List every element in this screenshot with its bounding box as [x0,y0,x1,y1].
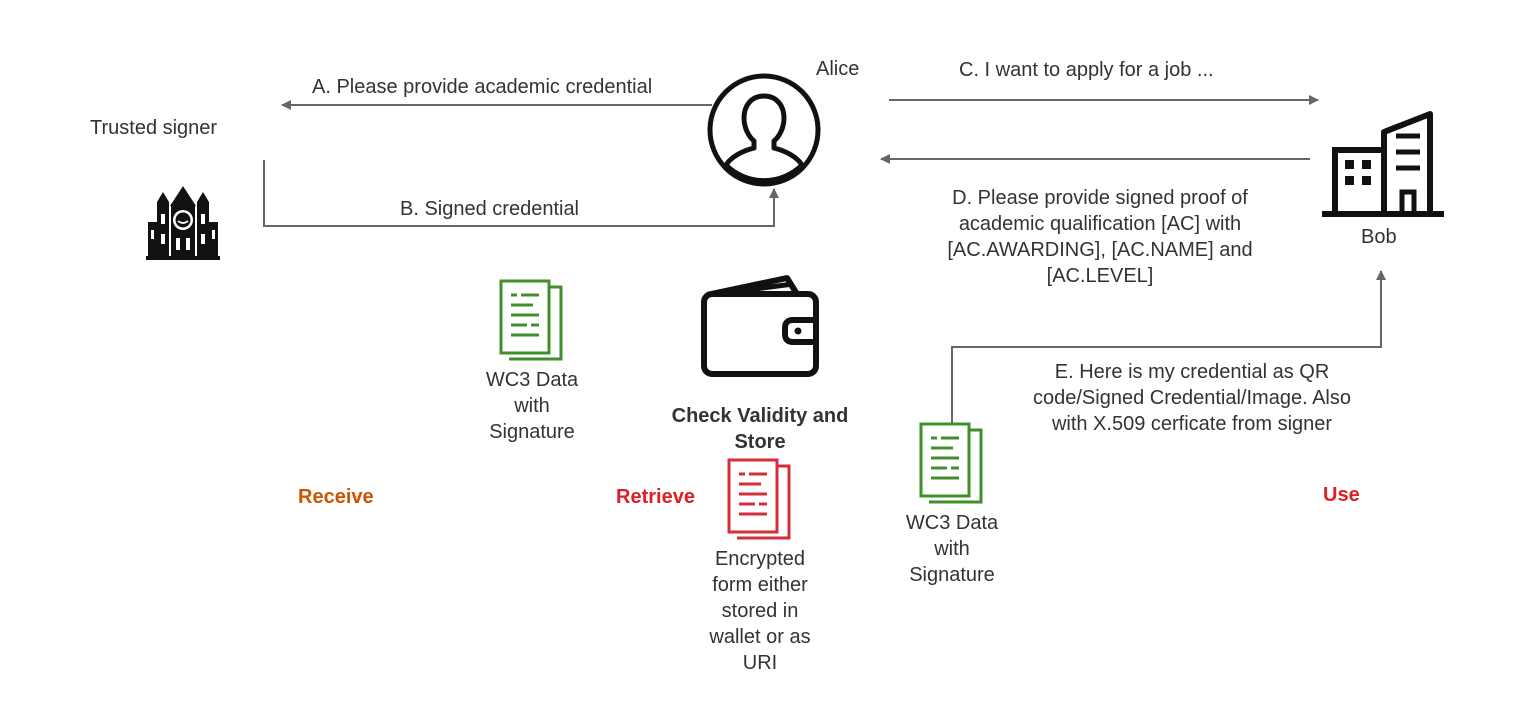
document-icon [499,279,563,361]
use-document-label: WC3 Data with Signature [872,510,1032,588]
message-d-label: D. Please provide signed proof of academ… [900,185,1300,289]
wallet-title: Check Validity and Store [650,403,870,455]
encrypted-document-line: Encrypted [714,548,806,570]
wallet-title-line: Check Validity and [671,405,849,427]
wallet-icon [701,275,819,377]
encrypted-document-label: Encrypted form either stored in wallet o… [680,546,840,676]
arrow-e [951,270,1386,424]
message-d-line: [AC.LEVEL] [1046,265,1154,287]
message-a-label: A. Please provide academic credential [312,76,653,98]
alice-label: Alice [816,58,860,80]
bob-label: Bob [1361,226,1397,248]
message-e-line: code/Signed Credential/Image. Also [1033,387,1351,409]
phase-receive-label: Receive [298,486,374,508]
phase-retrieve-label: Retrieve [616,486,695,508]
trusted-signer-label: Trusted signer [90,117,218,139]
message-e-label: E. Here is my credential as QR code/Sign… [1002,359,1382,437]
message-d-line: [AC.AWARDING], [AC.NAME] and [947,239,1253,261]
encrypted-document-line: wallet or as [709,626,811,648]
message-e-line: E. Here is my credential as QR [1054,361,1330,383]
encrypted-document-line: URI [742,652,778,674]
receive-document-line: WC3 Data [485,369,579,391]
encrypted-document-line: form either [712,574,808,596]
office-building-icon [1322,111,1444,217]
use-document-line: Signature [909,564,995,586]
message-d-line: D. Please provide signed proof of [952,187,1248,209]
university-building-icon [146,186,220,260]
phase-use-label: Use [1323,484,1360,506]
receive-document-line: with [514,395,550,417]
use-document-line: WC3 Data [905,512,999,534]
receive-document-label: WC3 Data with Signature [452,367,612,445]
arrow-b [263,160,779,227]
receive-document-line: Signature [489,421,575,443]
person-icon [707,73,821,187]
message-e-line: with X.509 cerficate from signer [1051,413,1333,435]
encrypted-document-line: stored in [721,600,799,622]
message-b-label: B. Signed credential [400,198,580,220]
message-c-label: C. I want to apply for a job ... [959,59,1214,81]
encrypted-document-icon [727,458,791,540]
wallet-title-line: Store [734,431,786,453]
message-d-line: academic qualification [AC] with [958,213,1242,235]
use-document-line: with [934,538,970,560]
document-icon [919,422,983,504]
